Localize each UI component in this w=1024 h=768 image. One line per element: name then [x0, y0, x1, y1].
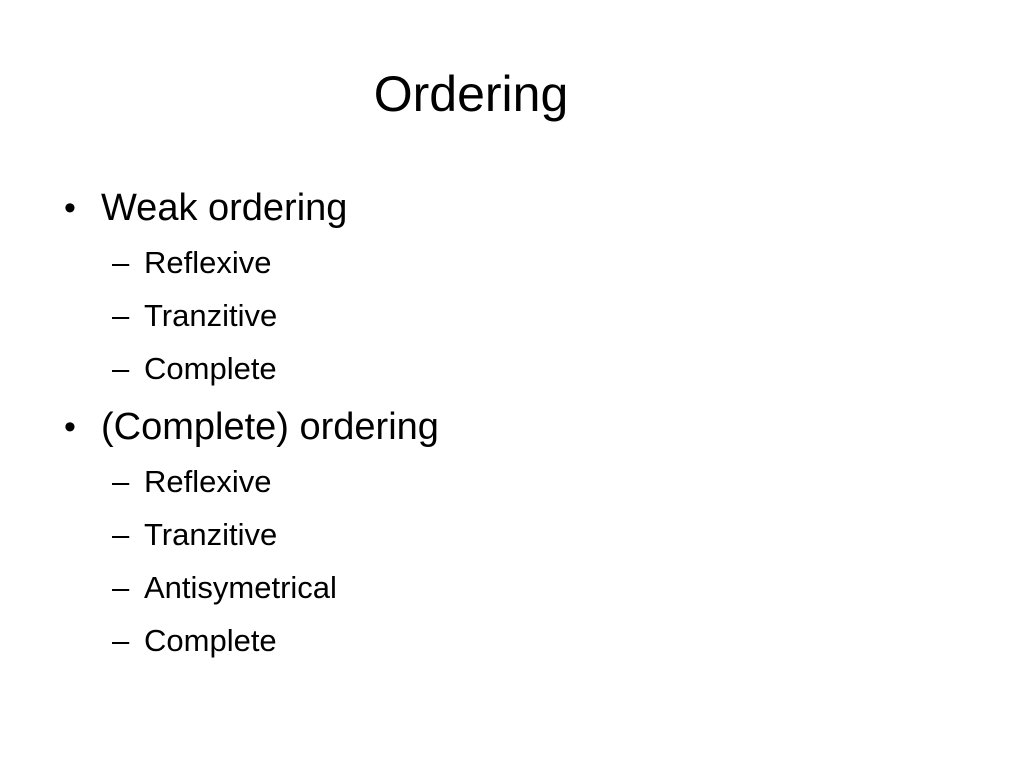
sub-item-text: Reflexive — [144, 464, 272, 499]
sub-list: – Reflexive – Tranzitive – Antisymetrica… — [101, 455, 944, 667]
sub-item-text: Tranzitive — [144, 517, 278, 552]
dash-icon: – — [112, 298, 130, 333]
sub-item: – Reflexive — [112, 236, 944, 289]
sub-item-text: Complete — [144, 623, 277, 658]
sub-item-text: Complete — [144, 351, 277, 386]
dash-icon: – — [112, 245, 130, 280]
sub-item: – Reflexive — [112, 455, 944, 508]
sub-item: – Tranzitive — [112, 289, 944, 342]
sub-item-text: Reflexive — [144, 245, 272, 280]
bullet-list: • Weak ordering – Reflexive – Tranzitive… — [64, 180, 944, 671]
bullet-icon: • — [64, 408, 76, 446]
sub-item: – Complete — [112, 342, 944, 395]
slide-title: Ordering — [373, 66, 569, 122]
bullet-text: Weak ordering — [101, 187, 348, 229]
dash-icon: – — [112, 517, 130, 552]
sub-item: – Antisymetrical — [112, 561, 944, 614]
sub-item: – Complete — [112, 614, 944, 667]
bullet-icon: • — [64, 189, 76, 227]
dash-icon: – — [112, 623, 130, 658]
dash-icon: – — [112, 464, 130, 499]
sub-item-text: Antisymetrical — [144, 570, 337, 605]
sub-item-text: Tranzitive — [144, 298, 278, 333]
sub-item: – Tranzitive — [112, 508, 944, 561]
bullet-item-complete-ordering: • (Complete) ordering – Reflexive – Tran… — [64, 399, 944, 667]
dash-icon: – — [112, 570, 130, 605]
bullet-text: (Complete) ordering — [101, 406, 439, 448]
bullet-item-weak-ordering: • Weak ordering – Reflexive – Tranzitive… — [64, 180, 944, 395]
sub-list: – Reflexive – Tranzitive – Complete — [101, 236, 944, 395]
dash-icon: – — [112, 351, 130, 386]
